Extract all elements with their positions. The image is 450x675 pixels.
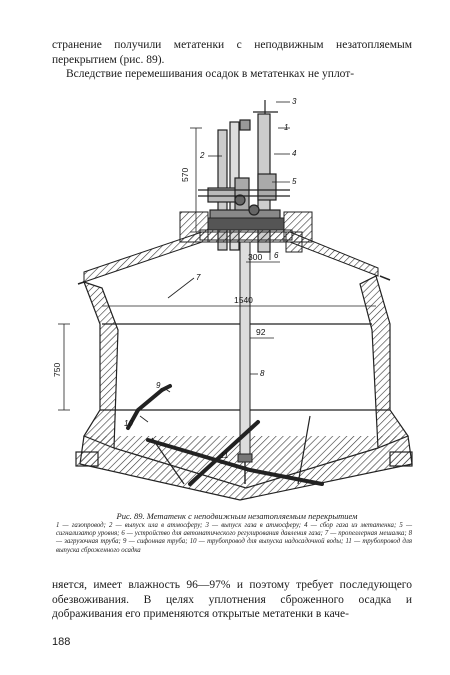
loading-pipe <box>237 241 253 484</box>
siphon-pipes <box>126 384 324 486</box>
top-text-line-2: Вследствие перемешивания осадок в метате… <box>66 68 355 80</box>
part-label-3: 3 <box>292 97 297 106</box>
dimension-lines <box>58 101 376 465</box>
digester-drawing: 570 300 1540 92 750 1 2 3 4 5 6 7 8 9 10… <box>40 92 420 504</box>
bottom-paragraph: няется, имеет влажность 96—97% и поэтому… <box>52 578 412 622</box>
internal-braces <box>151 415 311 485</box>
conical-roof <box>77 231 391 285</box>
bottom-text: няется, имеет влажность 96—97% и поэтому… <box>52 579 412 620</box>
dim-1540: 1540 <box>234 295 253 305</box>
part-label-10: 10 <box>124 419 133 428</box>
dim-92: 92 <box>256 327 266 337</box>
figure-caption-legend: 1 — газопровод; 2 — выпуск ила в атмосфе… <box>56 522 412 554</box>
part-label-7: 7 <box>196 273 201 282</box>
dim-300: 300 <box>248 252 262 262</box>
dim-570: 570 <box>180 168 190 182</box>
digester-svg: 570 300 1540 92 750 1 2 3 4 5 6 7 8 9 10… <box>52 97 413 501</box>
top-text-line-1: странение получили метатенки с неподвижн… <box>52 39 412 66</box>
part-label-8: 8 <box>260 369 265 378</box>
part-label-11: 11 <box>220 451 228 460</box>
part-label-4: 4 <box>292 149 297 158</box>
figure-caption-title: Рис. 89. Метатенк с неподвижным незатопл… <box>116 511 358 521</box>
page-number: 188 <box>52 636 71 648</box>
part-label-9: 9 <box>156 381 161 390</box>
part-label-5: 5 <box>292 177 297 186</box>
part-label-2: 2 <box>199 151 205 160</box>
dim-750: 750 <box>52 363 62 377</box>
part-label-1: 1 <box>284 123 288 132</box>
top-paragraph: странение получили метатенки с неподвижн… <box>52 38 412 82</box>
part-label-6: 6 <box>274 251 279 260</box>
